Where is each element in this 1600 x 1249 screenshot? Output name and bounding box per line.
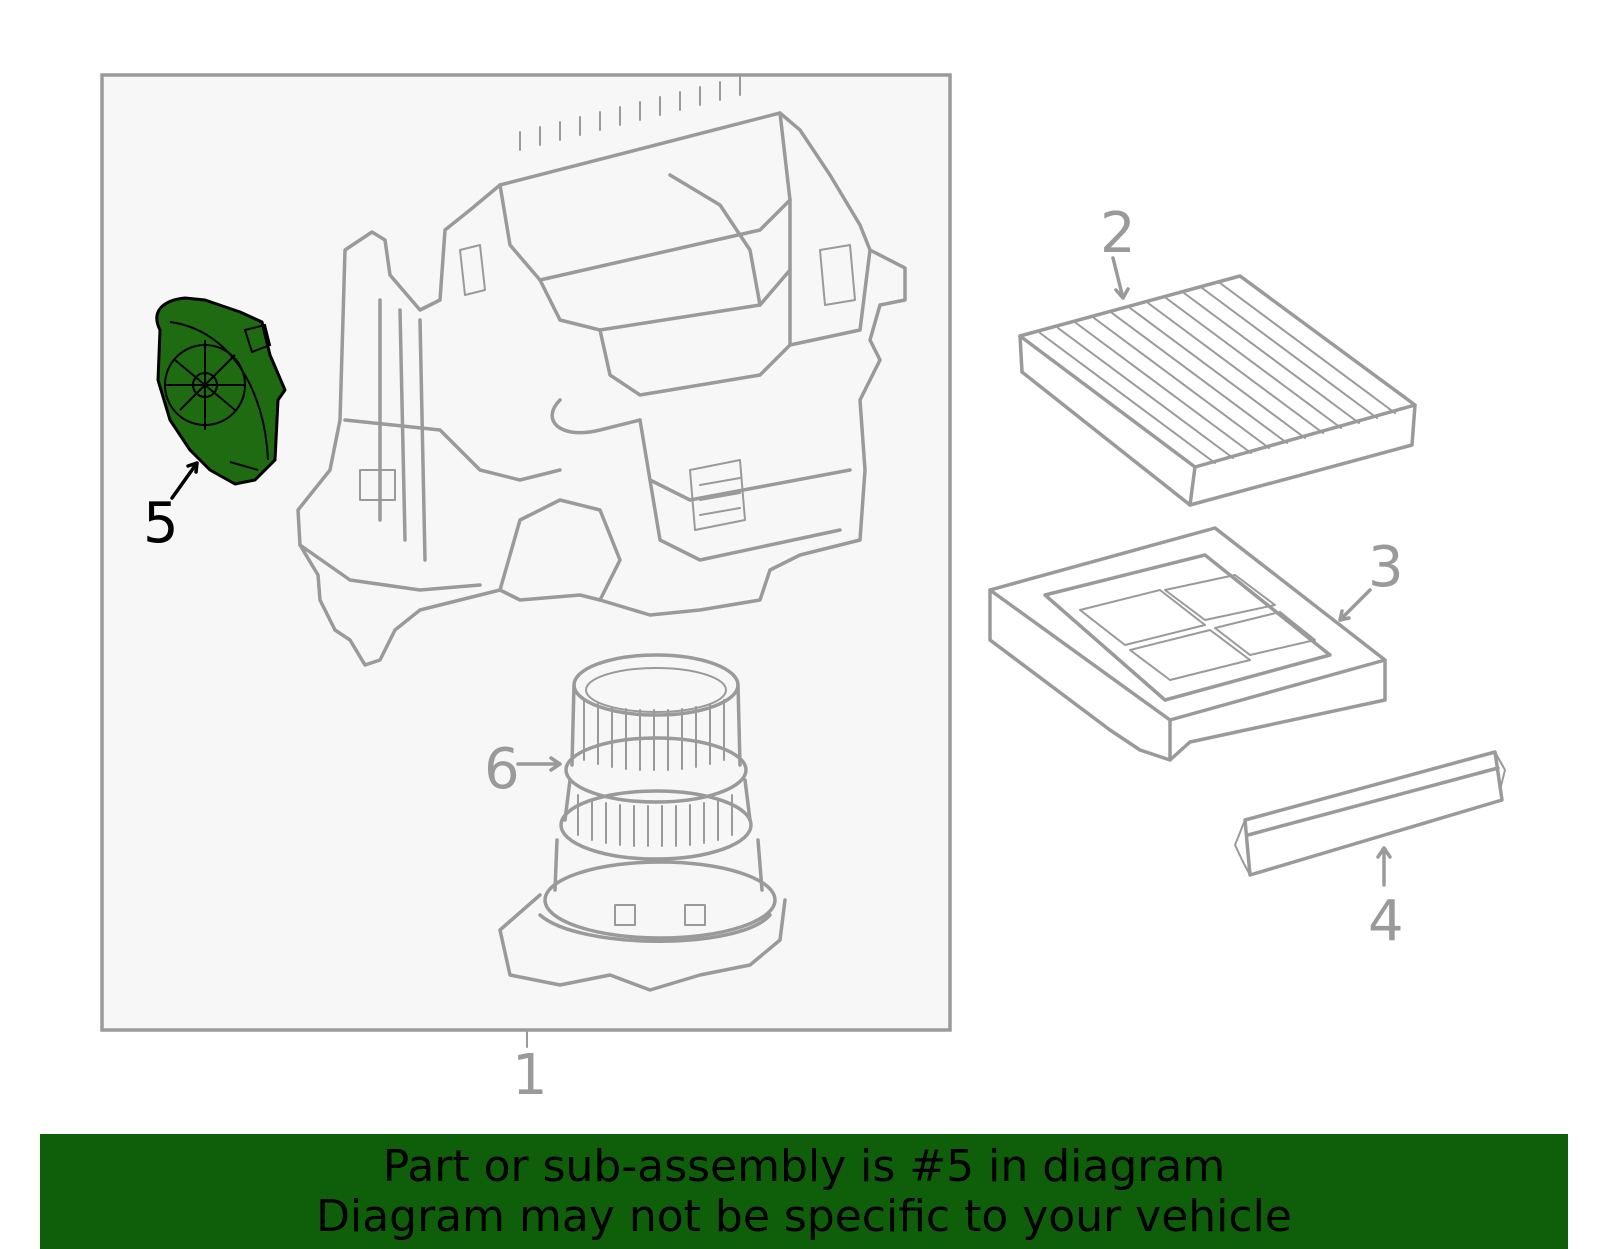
blower-motor	[498, 653, 787, 992]
callout-6: 6	[484, 737, 520, 802]
banner-line-1: Part or sub-assembly is #5 in diagram	[382, 1141, 1226, 1192]
callout-3: 3	[1368, 535, 1404, 600]
callout-1: 1	[512, 1043, 548, 1108]
hvac-housing	[296, 76, 907, 667]
callout-5[interactable]: 5	[143, 491, 179, 556]
leader-lines	[170, 256, 1392, 1048]
arrow-2	[1111, 256, 1130, 300]
arrow-6	[516, 756, 562, 772]
arrow-4	[1376, 846, 1392, 887]
filter-strip	[1234, 750, 1506, 877]
assembly-box	[100, 73, 952, 1032]
info-banner: Part or sub-assembly is #5 in diagram Di…	[40, 1134, 1568, 1249]
highlighted-part-5[interactable]	[155, 296, 287, 486]
arrow-3	[1338, 588, 1372, 622]
callout-2: 2	[1100, 201, 1136, 266]
callout-4: 4	[1368, 889, 1404, 954]
arrow-5	[170, 461, 199, 500]
filter-tray	[988, 526, 1387, 762]
cabin-filter	[1018, 274, 1417, 507]
banner-line-2: Diagram may not be specific to your vehi…	[316, 1191, 1292, 1242]
